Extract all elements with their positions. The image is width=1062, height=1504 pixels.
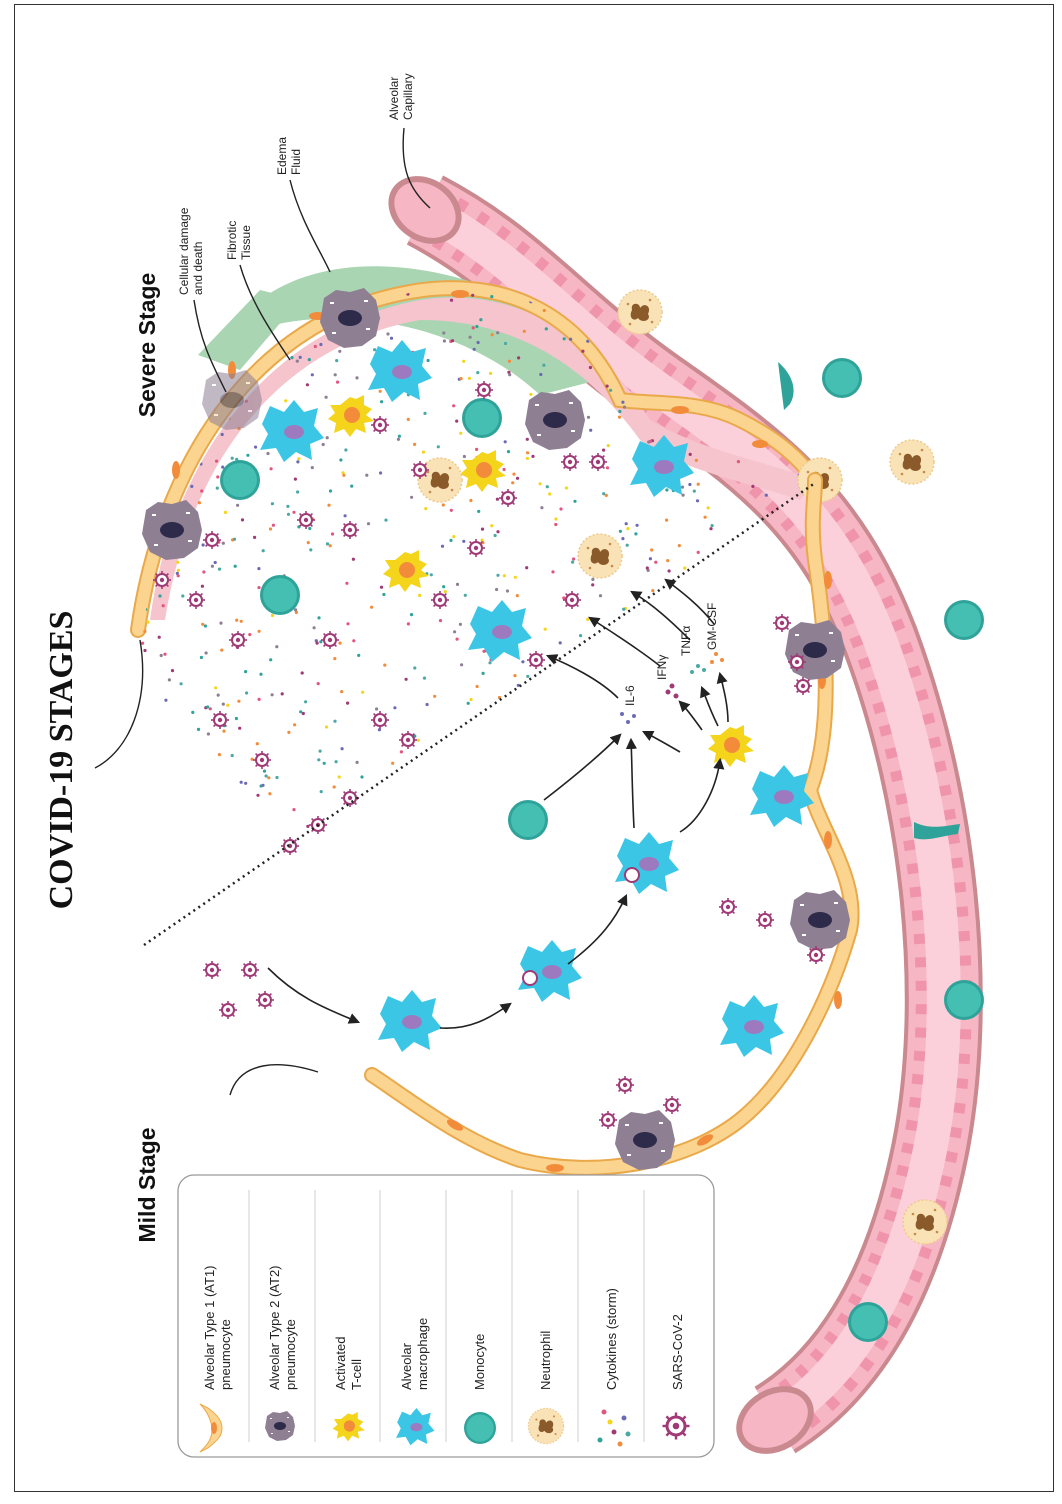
figure-frame bbox=[14, 4, 1054, 1492]
